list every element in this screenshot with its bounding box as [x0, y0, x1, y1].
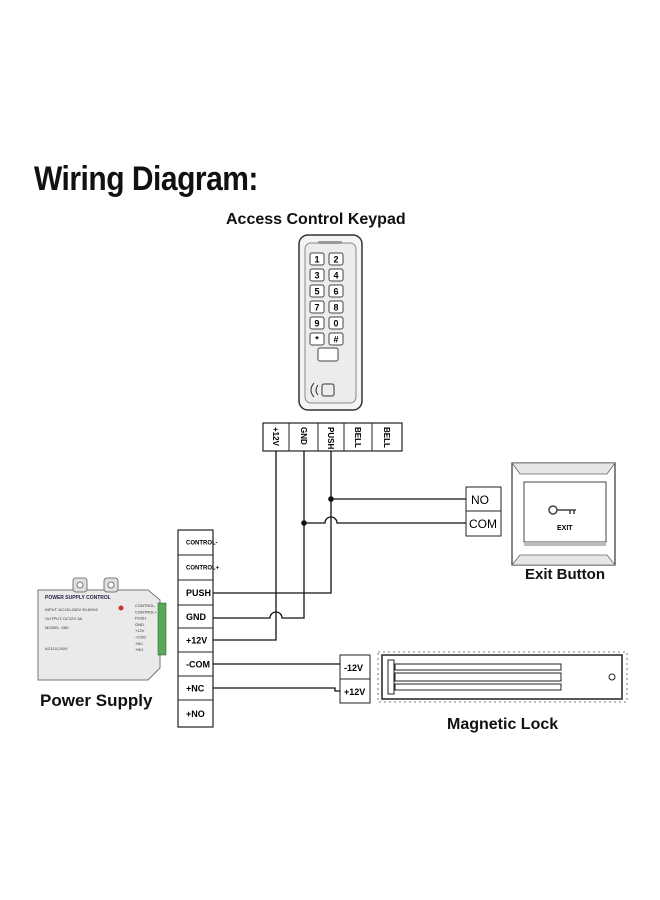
psu-device-line-3: MODEL: K80	[45, 625, 69, 630]
psu-device-pin-label: +NO	[135, 647, 143, 652]
keypad-key	[328, 332, 344, 346]
keypad-key-label: *	[315, 335, 319, 345]
psu-device-pin-label: CONTROL+	[135, 609, 158, 614]
exit-button-device: EXIT	[511, 462, 616, 566]
keypad-key	[309, 252, 325, 266]
keypad-key	[309, 268, 325, 282]
keypad-key-label: 8	[333, 303, 338, 313]
psu-terminal-label: GND	[186, 612, 207, 622]
keypad-key	[328, 300, 344, 314]
wire-push	[213, 451, 332, 594]
keypad-terminal-gnd: GND	[299, 427, 308, 445]
keypad-key-label: #	[333, 335, 338, 345]
rfid-icon	[310, 382, 335, 398]
keypad-key-label: 6	[333, 287, 338, 297]
exit-face-text: EXIT	[557, 525, 573, 532]
wire-gnd	[213, 451, 305, 619]
diagram-title: Wiring Diagram:	[34, 160, 258, 198]
psu-terminal-label: +NO	[186, 709, 205, 719]
lock-terminal-pos12v: +12V	[344, 687, 365, 697]
magnetic-lock-label: Magnetic Lock	[447, 716, 559, 733]
psu-terminal-label: PUSH	[186, 588, 211, 598]
keypad-keys: 1 2 3 4 5 6 7 8 9 0 * #	[309, 252, 344, 362]
keypad-terminal-bell-2: BELL	[382, 427, 391, 448]
lock-terminal-neg12v: -12V	[344, 663, 363, 673]
keypad-key	[328, 252, 344, 266]
keypad-device: 1 2 3 4 5 6 7 8 9 0 * #	[298, 234, 363, 411]
wire-exit-com	[304, 516, 466, 524]
psu-device-pin-label: -COM	[135, 635, 146, 640]
psu-device-pin-label: PUSH	[135, 616, 146, 621]
keypad-key-label: 1	[314, 255, 319, 265]
psu-device-line-1: INPUT: AC110-240V 50-60HZ	[45, 607, 98, 612]
power-supply-device: POWER SUPPLY CONTROL INPUT: AC110-240V 5…	[37, 577, 167, 681]
keypad-key-label: 4	[333, 271, 338, 281]
keypad-key	[328, 284, 344, 298]
psu-device-line-4: AC110-240V	[45, 646, 68, 651]
keypad-key-label: 9	[314, 319, 319, 329]
keypad-key-label: 5	[314, 287, 319, 297]
psu-device-pin-label: GND	[135, 622, 144, 627]
keypad-key-label: 3	[314, 271, 319, 281]
keypad-key	[309, 316, 325, 330]
bell-key-icon	[317, 347, 339, 362]
keypad-key	[328, 268, 344, 282]
keypad-terminal-block: +12V GND PUSH BELL BELL	[262, 422, 403, 452]
keypad-key	[309, 300, 325, 314]
wire-lock-pos	[213, 687, 340, 692]
exit-terminal-com: COM	[469, 517, 497, 531]
psu-device-title: POWER SUPPLY CONTROL	[45, 595, 111, 601]
psu-terminal-label: -COM	[186, 660, 210, 670]
exit-terminal-no: NO	[471, 493, 489, 507]
key-icon	[548, 505, 576, 515]
psu-terminal-column: CONTROL- CONTROL+ PUSH GND +12V -COM +NC +NO	[177, 529, 220, 728]
psu-terminal-label: +NC	[186, 684, 205, 694]
psu-device-line-2: OUTPUT: DC12V 3A	[45, 616, 82, 621]
keypad-label: Access Control Keypad	[226, 211, 406, 228]
psu-terminal-label: +12V	[186, 636, 207, 646]
keypad-terminal-12v: +12V	[271, 427, 280, 447]
keypad-key-label: 2	[333, 255, 338, 265]
keypad-key-label: 0	[333, 319, 338, 329]
keypad-terminal-push: PUSH	[326, 427, 335, 449]
keypad-key-label: 7	[314, 303, 319, 313]
keypad-key	[328, 316, 344, 330]
psu-device-pin-label: CONTROL-	[135, 603, 157, 608]
psu-terminal-label: CONTROL-	[186, 541, 218, 547]
lock-terminal-block: -12V +12V	[339, 654, 371, 704]
junction-dots	[301, 496, 334, 526]
exit-button-label: Exit Button	[525, 566, 605, 583]
keypad-key	[309, 332, 325, 346]
exit-terminal-block: NO COM	[465, 486, 502, 537]
keypad-key	[309, 284, 325, 298]
wire-12v	[213, 451, 277, 641]
psu-device-pin-label: +12V	[135, 628, 145, 633]
keypad-terminal-bell-1: BELL	[353, 427, 362, 448]
magnetic-lock-device	[377, 651, 628, 703]
psu-device-pin-label: +NC	[135, 641, 143, 646]
psu-terminal-label: CONTROL+	[186, 566, 220, 572]
power-supply-label: Power Supply	[40, 691, 153, 710]
